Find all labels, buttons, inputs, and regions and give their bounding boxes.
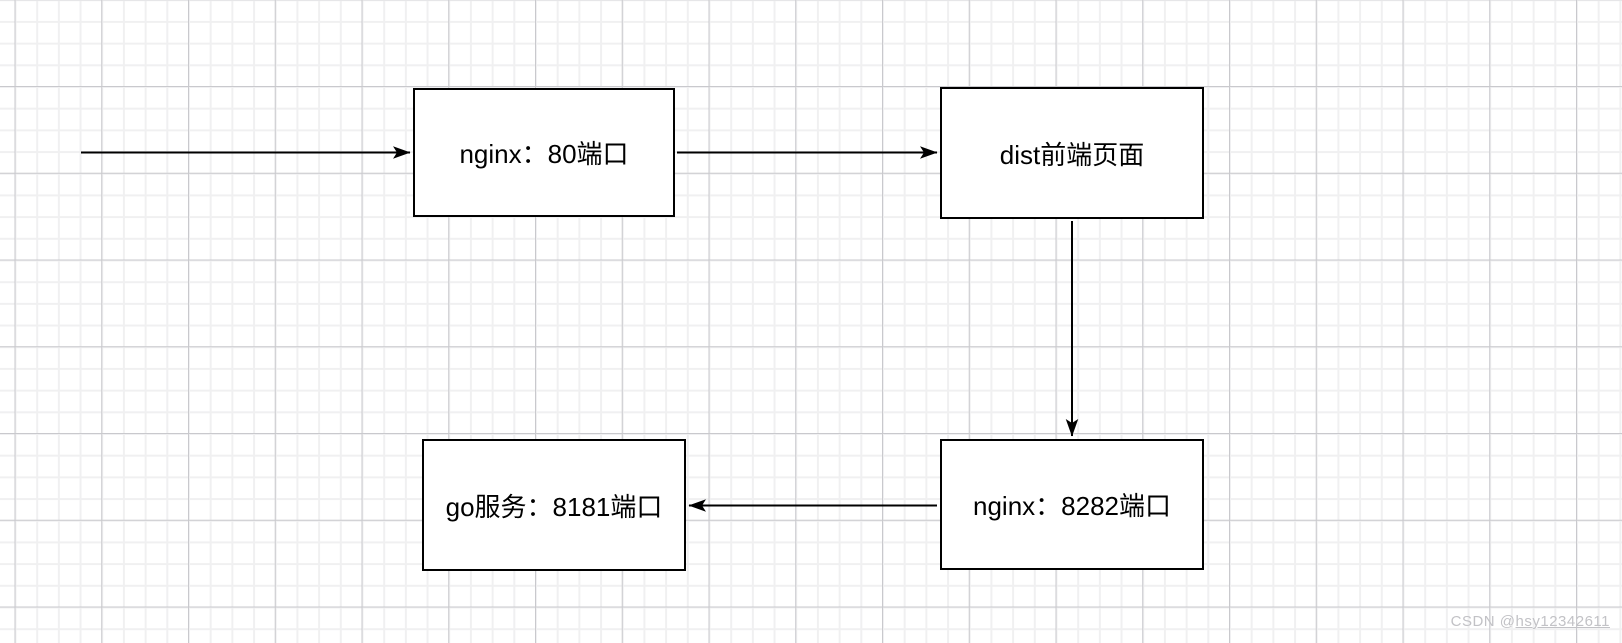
node-go-8181[interactable]: go服务：8181端口 (422, 439, 686, 571)
node-go-8181-label: go服务：8181端口 (445, 491, 663, 522)
csdn-watermark: CSDN @hsy12342611 (1451, 613, 1610, 630)
node-nginx-80[interactable]: nginx：80端口 (413, 88, 675, 217)
watermark-prefix: CSDN @ (1450, 613, 1516, 630)
watermark-username: hsy12342611 (1515, 613, 1610, 630)
node-dist-frontend-label: dist前端页面 (999, 139, 1145, 170)
node-nginx-8282[interactable]: nginx：8282端口 (940, 439, 1204, 570)
node-nginx-8282-label: nginx：8282端口 (973, 491, 1171, 521)
node-dist-frontend[interactable]: dist前端页面 (940, 87, 1204, 219)
node-nginx-80-label: nginx：80端口 (459, 139, 629, 169)
